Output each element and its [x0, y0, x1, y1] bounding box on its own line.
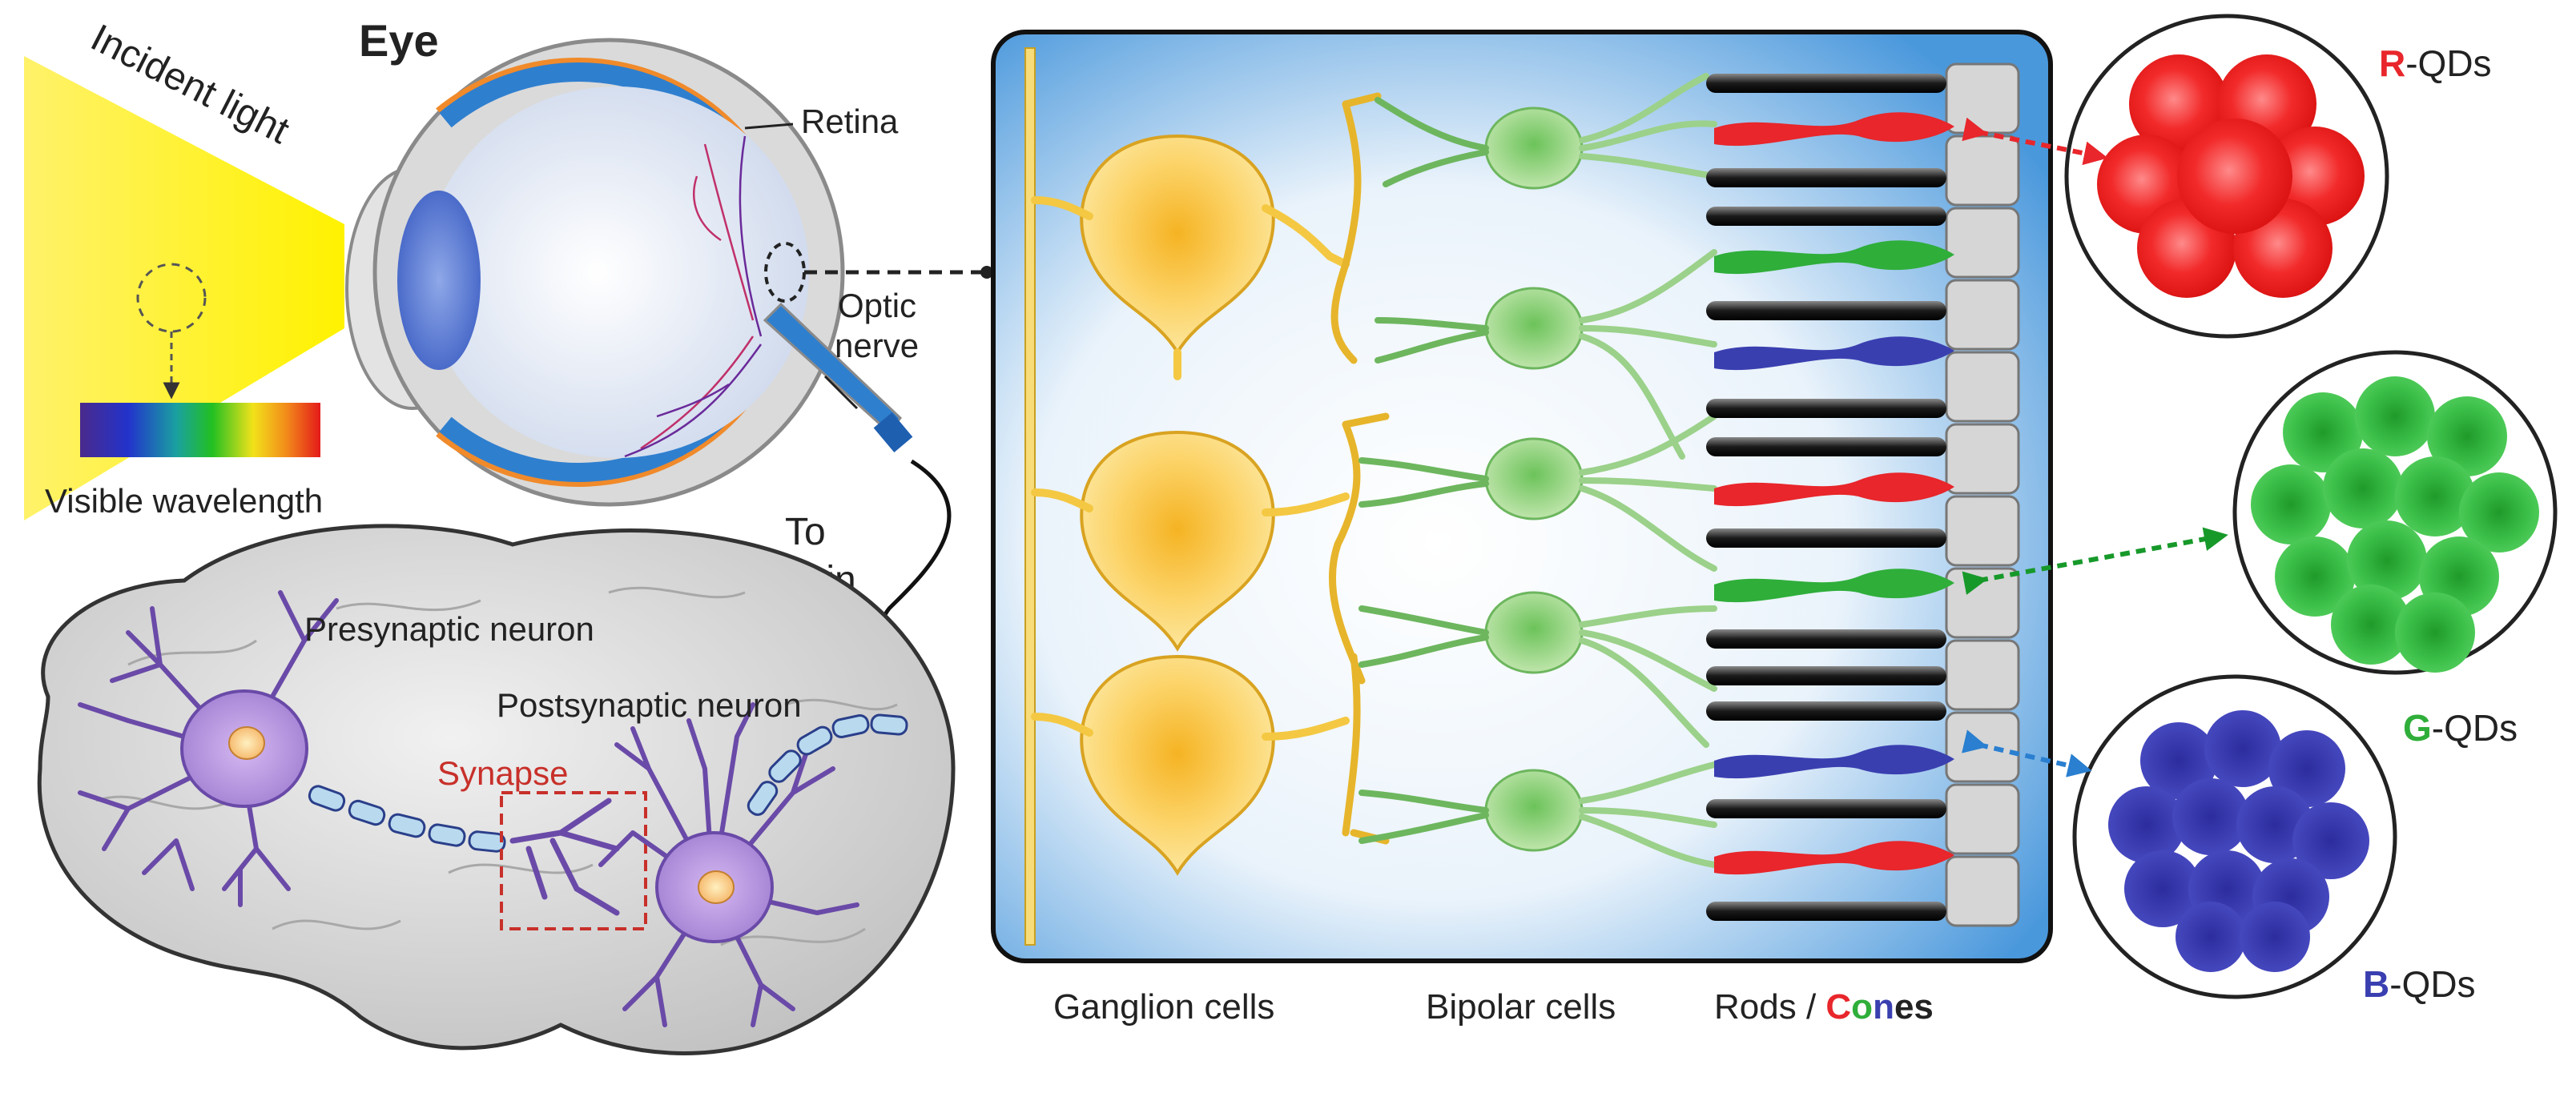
cone-green — [1714, 569, 1954, 603]
rod — [1706, 301, 1946, 320]
presynaptic-label: Presynaptic neuron — [304, 610, 594, 648]
cones-letter-n: n — [1873, 987, 1894, 1027]
rods — [1706, 74, 1946, 921]
eye-group: Eye Retina Optic — [345, 15, 993, 742]
bipolar-cell — [1484, 591, 1584, 674]
cone-green — [1714, 240, 1954, 275]
incident-light-group: Incident light Visible wavelength — [24, 17, 344, 520]
bipolar-cell — [1484, 769, 1584, 852]
brain-group: Presynaptic neuron Synapse — [37, 524, 956, 1055]
cones-letters-es: es — [1894, 987, 1934, 1027]
qd-red-group: R-QDs — [1962, 14, 2492, 339]
qd-red-label: R-QDs — [2379, 42, 2492, 84]
rod — [1706, 666, 1946, 685]
qd-red-suffix: -QDs — [2405, 42, 2491, 84]
cone-red — [1714, 472, 1954, 507]
optic-nerve-end — [873, 412, 913, 452]
qd-green-group: G-QDs — [1962, 350, 2558, 749]
rod — [1706, 207, 1946, 226]
cones-letter-o: o — [1851, 987, 1873, 1027]
eye-lens — [397, 191, 481, 370]
presynaptic-axon — [308, 785, 506, 853]
bipolar-cell — [1484, 437, 1584, 520]
optic-nerve-label-line1: Optic — [838, 287, 916, 324]
rod — [1706, 902, 1946, 921]
retina-panel — [991, 30, 2053, 963]
qd-blue-arrow — [1962, 729, 2092, 777]
ganglion-cell — [1080, 430, 1275, 652]
ganglion-cells — [1080, 134, 1275, 876]
rod — [1706, 399, 1946, 418]
qd-blue-group: B-QDs — [1962, 674, 2476, 1005]
rod — [1706, 437, 1946, 456]
rod — [1706, 799, 1946, 818]
postsynaptic-nucleus — [698, 870, 735, 904]
zoom-connector-dot — [980, 266, 993, 279]
rods-cones-label: Rods / Cones — [1714, 987, 1934, 1027]
qd-blue-letter: B — [2363, 963, 2389, 1005]
axon-terminals — [509, 798, 620, 916]
presynaptic-nucleus — [228, 726, 265, 760]
blood-vessels — [624, 135, 763, 458]
qd-green-arrow — [1962, 527, 2228, 595]
optic-nerve — [763, 302, 903, 435]
cones — [1714, 112, 1954, 875]
bipolar-synapses-right — [1579, 73, 1717, 868]
ganglion-dendrites — [1328, 92, 1390, 845]
optic-nerve-pointer — [823, 375, 859, 410]
qd-green-letter: G — [2403, 707, 2432, 749]
vitreous-body — [425, 86, 809, 458]
cone-red — [1714, 841, 1954, 875]
visible-spectrum-bar — [80, 403, 320, 457]
bipolar-cells-label: Bipolar cells — [1426, 987, 1616, 1027]
rod — [1706, 528, 1946, 548]
retina-pointer — [744, 123, 794, 130]
postsynaptic-axon — [747, 713, 908, 816]
rod — [1706, 168, 1946, 187]
light-source-indicator — [136, 263, 207, 333]
qd-green-label: G-QDs — [2403, 707, 2518, 749]
cone-red — [1714, 112, 1954, 147]
qd-red-arrow — [1962, 117, 2108, 166]
rod — [1706, 629, 1946, 649]
optic-nerve-label-line2: nerve — [835, 327, 919, 364]
synapse-label: Synapse — [437, 754, 568, 792]
rod — [1706, 701, 1946, 721]
ganglion-axon-trunk — [1024, 47, 1036, 946]
ganglion-cell — [1080, 654, 1275, 876]
cone-blue — [1714, 745, 1954, 779]
bipolar-cell — [1484, 287, 1584, 370]
to-brain-label-line1: To — [785, 511, 826, 553]
bipolar-cells — [1484, 106, 1584, 852]
synapse-box — [500, 791, 647, 930]
rods-label: Rods / — [1714, 987, 1825, 1027]
ganglion-connections — [1031, 196, 1350, 741]
cones-letter-c: C — [1825, 987, 1851, 1027]
bipolar-cell — [1484, 106, 1584, 190]
bipolar-synapses-left — [1358, 97, 1489, 844]
qd-blue-suffix: -QDs — [2389, 963, 2475, 1005]
cone-blue — [1714, 336, 1954, 371]
eye-title: Eye — [359, 15, 439, 66]
rod — [1706, 74, 1946, 93]
brain-gyri — [95, 586, 898, 946]
qd-blue-label: B-QDs — [2363, 963, 2476, 1005]
qd-green-suffix: -QDs — [2432, 707, 2518, 749]
postsynaptic-label: Postsynaptic neuron — [497, 686, 802, 724]
ganglion-cells-label: Ganglion cells — [1053, 987, 1274, 1027]
retina-label: Retina — [801, 102, 899, 140]
visible-wavelength-label: Visible wavelength — [45, 482, 323, 520]
qd-red-letter: R — [2379, 42, 2405, 84]
